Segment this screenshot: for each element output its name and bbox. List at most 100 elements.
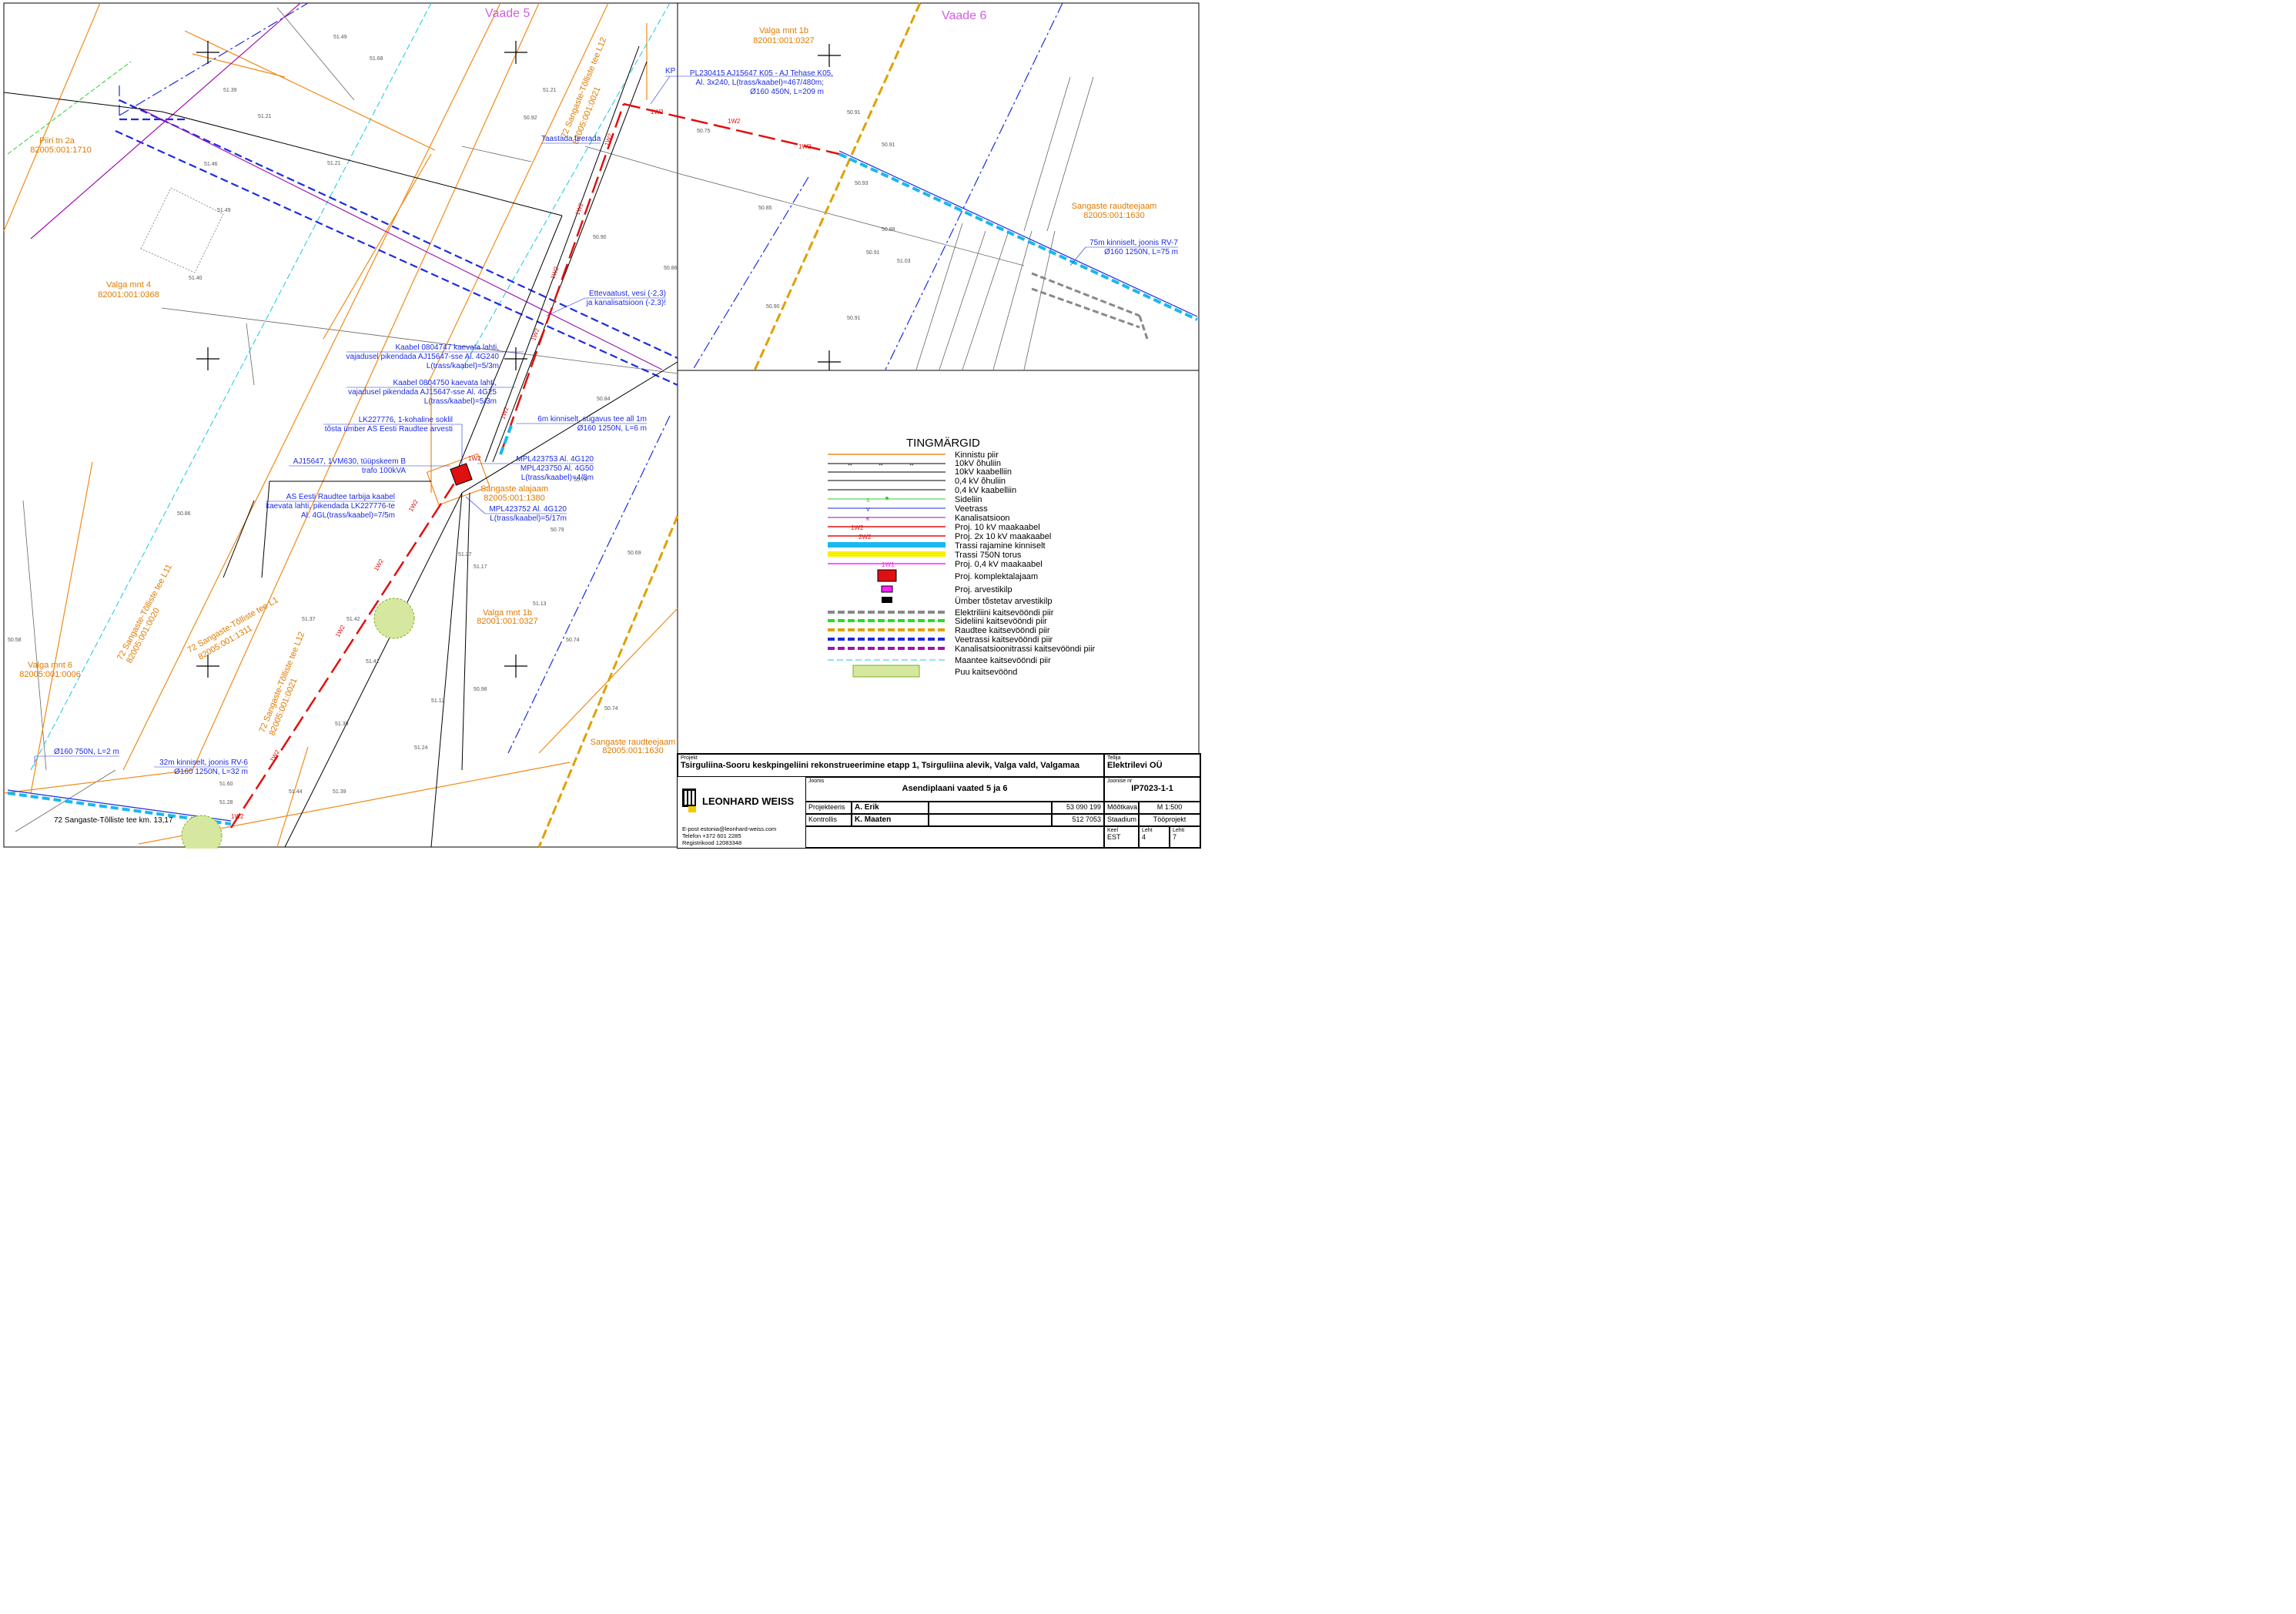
svg-text:50.58: 50.58 xyxy=(8,638,22,643)
callout-text: Al. 3x240, L(trass/kaabel)=467/480m; xyxy=(696,79,824,87)
svg-text:50.98: 50.98 xyxy=(474,687,487,692)
map-frame xyxy=(3,2,1200,848)
svg-text:51.21: 51.21 xyxy=(543,88,557,93)
svg-text:51.12: 51.12 xyxy=(431,698,445,704)
sewer-pipe xyxy=(30,2,663,370)
empty-row xyxy=(805,826,1104,848)
parcel-name: Piiri tn 2a xyxy=(39,136,75,146)
lang-label: Keel xyxy=(1107,828,1119,833)
svg-text:51.21: 51.21 xyxy=(258,114,272,119)
callout-text: L(trass/kaabel)=5/3m xyxy=(427,362,499,370)
parcel-id: 82005:001:1710 xyxy=(30,146,92,155)
svg-text:51.39: 51.39 xyxy=(333,789,346,795)
proj-substation xyxy=(450,463,473,486)
checker-name: K. Maaten xyxy=(852,814,929,826)
cable-label: 1W2 xyxy=(468,455,481,462)
cable-label: 1W2 xyxy=(499,406,510,420)
svg-text:↔: ↔ xyxy=(847,460,853,467)
water-protection-zone xyxy=(115,99,678,387)
road-labels: 72 Sangaste-Tõlliste tee L12 82005:001:0… xyxy=(115,36,608,737)
callout-text: AJ15647, 1VM630, tüüpskeem B xyxy=(293,457,407,466)
sheets-label: Lehti xyxy=(1173,828,1185,833)
svg-text:51.17: 51.17 xyxy=(474,564,487,570)
cable-label: 1W2 xyxy=(549,266,560,280)
svg-text:51.39: 51.39 xyxy=(223,88,237,93)
parcel-id: 82005:001:1380 xyxy=(484,494,545,503)
empty-cell xyxy=(929,814,1052,826)
svg-text:↔: ↔ xyxy=(878,460,884,467)
sheets-cell: Lehti 7 xyxy=(1170,826,1200,848)
cable-label: 1W2 xyxy=(407,498,420,513)
svg-text:50.88: 50.88 xyxy=(882,227,895,233)
callout-text: ja kanalisatsioon (-2,3)! xyxy=(586,299,666,307)
legend-label: Maantee kaitsevööndi piir xyxy=(955,656,1051,665)
cable-label: 1W2 xyxy=(574,202,584,216)
kp-label: KP xyxy=(665,67,676,75)
svg-text:51.42: 51.42 xyxy=(346,617,360,622)
svg-text:51.49: 51.49 xyxy=(217,208,231,213)
scale-value: M 1:500 xyxy=(1139,802,1200,814)
svg-text:51.37: 51.37 xyxy=(302,617,316,622)
cable-label: 1W2 xyxy=(530,327,541,342)
cable-label: 1W2 xyxy=(373,558,385,572)
view-label-6: Vaade 6 xyxy=(942,9,987,22)
legend-label: 10kV õhuliin xyxy=(955,459,1001,468)
callout-text: 32m kinniselt, joonis RV-6 xyxy=(159,758,248,767)
svg-text:50.91: 50.91 xyxy=(847,316,861,321)
callout-text: PL230415 AJ15647 K05 - AJ Tehase K05, xyxy=(690,69,833,78)
callout-text: Kaabel 0804747 kaevata lahti, xyxy=(395,343,499,352)
legend-symbol-label: K xyxy=(866,517,870,522)
svg-text:50.90: 50.90 xyxy=(593,235,607,240)
parcel-id: 82001:001:0327 xyxy=(753,36,815,45)
parcel-name: Sangaste alajaam xyxy=(480,484,548,494)
project-cell: Projekt Tsirguliina-Sooru keskpingeliini… xyxy=(678,754,1104,777)
legend-label: Sideliin xyxy=(955,495,982,504)
legend-symbol-label: 2W2 xyxy=(858,534,872,541)
sheets-value: 7 xyxy=(1173,833,1177,841)
cable-label: 1W2 xyxy=(798,143,812,150)
svg-text:↔: ↔ xyxy=(909,460,915,467)
client-label: Tellija xyxy=(1107,755,1121,761)
svg-text:51.44: 51.44 xyxy=(289,789,303,795)
parcel-id: 82005:001:0006 xyxy=(19,670,81,679)
drawing-title: Asendiplaani vaated 5 ja 6 xyxy=(902,784,1008,793)
legend-label: Trassi rajamine kinniselt xyxy=(955,541,1046,551)
legend-label: Proj. 10 kV maakaabel xyxy=(955,523,1040,532)
company-logo: LEONHARD WEISS xyxy=(682,789,795,812)
parcel-id: 82001:001:0368 xyxy=(98,290,159,300)
callout-text: 6m kinniselt, sügavus tee all 1m xyxy=(537,415,647,424)
legend-symbol-label: S xyxy=(866,498,870,504)
cable-label: 1W2 xyxy=(728,118,741,125)
callout-text: Ø160 1250N, L=75 m xyxy=(1104,248,1178,256)
contact-regcode: Registrikood 12083348 xyxy=(682,839,742,846)
railway-protection-zone xyxy=(537,2,922,848)
sheet-label: Leht xyxy=(1142,828,1153,833)
callout-text: Ø160 450N, L=209 m xyxy=(750,88,824,96)
parcel-name: Valga mnt 4 xyxy=(106,280,151,290)
designer-phone: 53 090 199 xyxy=(1052,802,1104,814)
proj-10kv-cable xyxy=(229,102,840,829)
svg-text:50.84: 50.84 xyxy=(597,397,611,402)
lang-cell: Keel EST xyxy=(1104,826,1139,848)
parcel-labels: Piiri tn 2a 82005:001:1710 Valga mnt 4 8… xyxy=(19,26,1156,755)
sheet-cell: Leht 4 xyxy=(1139,826,1170,848)
stage-label: Staadium xyxy=(1104,814,1139,826)
svg-text:50.79: 50.79 xyxy=(551,527,564,533)
overhead-lines xyxy=(3,45,678,848)
callout-text: MPL423750 Al. 4G50 xyxy=(520,464,594,473)
electric-protection-zone xyxy=(1031,272,1149,340)
client-name: Elektrilevi OÜ xyxy=(1107,761,1163,770)
legend-label: Trassi 750N torus xyxy=(955,551,1022,560)
svg-text:51.41: 51.41 xyxy=(366,659,380,665)
legend-symbol-label: V xyxy=(866,507,870,513)
svg-text:50.93: 50.93 xyxy=(855,181,869,186)
svg-text:51.03: 51.03 xyxy=(897,259,911,264)
company-name: LEONHARD WEISS xyxy=(702,795,795,807)
legend-label: Elektriliini kaitsevööndi piir xyxy=(955,608,1054,618)
checker-phone: 512 7053 xyxy=(1052,814,1104,826)
parcel-id: 82005:001:1630 xyxy=(602,746,664,755)
legend-label: Sideliini kaitsevööndi piir xyxy=(955,617,1047,626)
empty-cell xyxy=(929,802,1052,814)
svg-text:51.13: 51.13 xyxy=(533,601,547,607)
telecom-line xyxy=(7,61,132,155)
